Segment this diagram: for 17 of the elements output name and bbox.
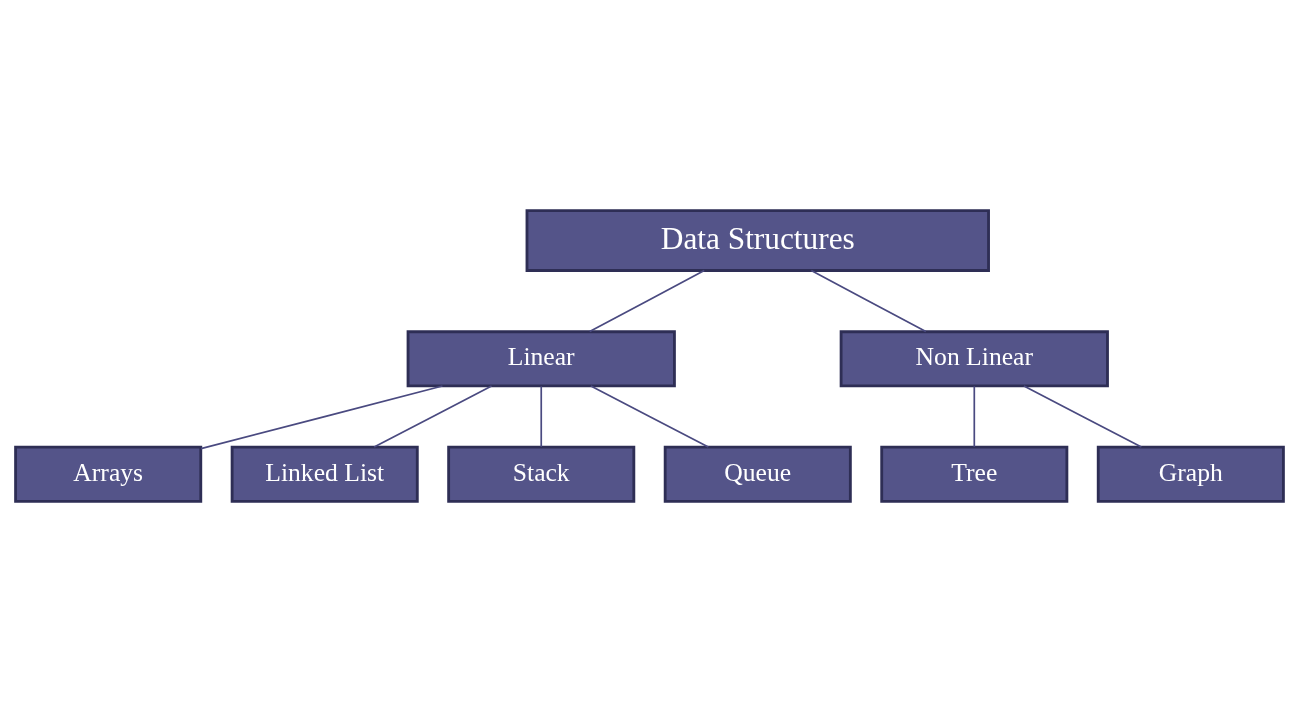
node-box: Non Linear	[839, 329, 1109, 387]
connector	[588, 269, 706, 332]
node-box: Linear	[406, 329, 676, 387]
node-box: Tree	[880, 445, 1069, 503]
node-box: Queue	[663, 445, 852, 503]
connector	[590, 384, 710, 448]
node-box: Linked List	[230, 445, 419, 503]
connector	[373, 384, 493, 448]
connector	[810, 269, 927, 332]
node-box: Graph	[1096, 445, 1285, 503]
node-box: Stack	[447, 445, 636, 503]
node-box: Arrays	[14, 445, 203, 503]
node-box: Data Structures	[525, 208, 990, 272]
connector	[973, 385, 976, 448]
connector	[1023, 384, 1143, 448]
connector	[540, 385, 543, 448]
connector	[200, 384, 444, 450]
